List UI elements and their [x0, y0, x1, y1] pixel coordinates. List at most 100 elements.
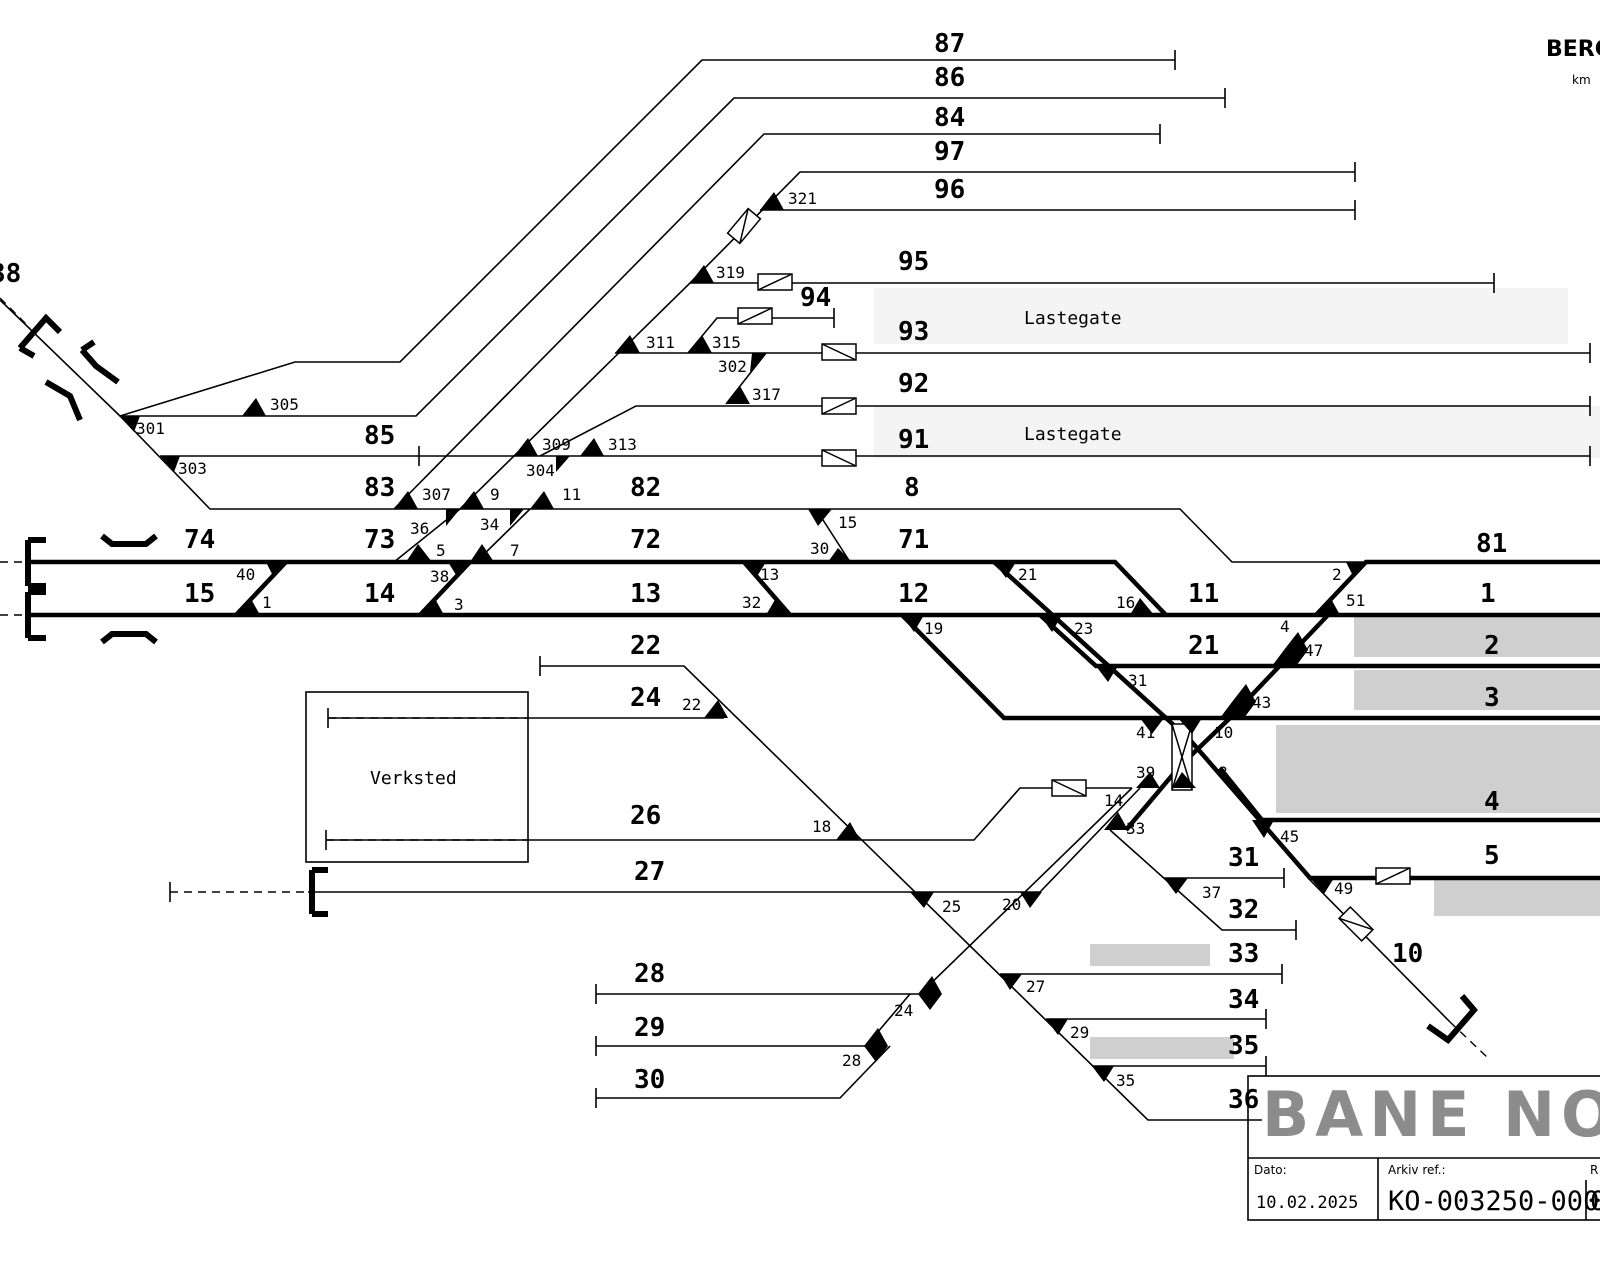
thin-tracks: [0, 50, 1600, 1121]
track-label-12: 12: [898, 579, 929, 609]
platform-33: [1090, 944, 1210, 966]
track-label-35: 35: [1228, 1031, 1259, 1061]
switch-label: 21: [1018, 565, 1037, 584]
switch-label: 7: [510, 541, 520, 560]
track-label-11: 11: [1188, 579, 1219, 609]
track-label-34: 34: [1228, 985, 1259, 1015]
switch-label: 36: [410, 519, 429, 538]
track-label-26: 26: [630, 801, 661, 831]
switch-label: 9: [490, 485, 500, 504]
switch-label: 307: [422, 485, 451, 504]
switch-label: 303: [178, 459, 207, 478]
track-label-1: 1: [1480, 579, 1496, 609]
track-label-29: 29: [634, 1013, 665, 1043]
switch-label: 29: [1070, 1023, 1089, 1042]
switch-label: 40: [236, 565, 255, 584]
date-value: 10.02.2025: [1256, 1193, 1358, 1213]
switch-label: 301: [136, 419, 165, 438]
track-label-31: 31: [1228, 843, 1259, 873]
revision-label: R: [1590, 1163, 1598, 1177]
loading-area-label-1: Lastegate: [1024, 308, 1122, 329]
track-label-32: 32: [1228, 895, 1259, 925]
track-label-14: 14: [364, 579, 395, 609]
track-number-labels: 87 86 84 97 96 95 94 93 92 91 85 83 82 8…: [0, 29, 1507, 1115]
switch-label: 13: [760, 565, 779, 584]
track-label-82: 82: [630, 473, 661, 503]
switch-label: 16: [1116, 593, 1135, 612]
switch-label: 10: [1214, 723, 1233, 742]
switch-label: 319: [716, 263, 745, 282]
track-label-13: 13: [630, 579, 661, 609]
track-label-33: 33: [1228, 939, 1259, 969]
track-label-81: 81: [1476, 529, 1507, 559]
loading-area-label-2: Lastegate: [1024, 424, 1122, 445]
track-label-10: 10: [1392, 939, 1423, 969]
track-label-74: 74: [184, 525, 215, 555]
platform-5: [1434, 880, 1600, 916]
platform-1-2: [1354, 617, 1600, 657]
switch-label: 321: [788, 189, 817, 208]
track-label-30: 30: [634, 1065, 665, 1095]
archive-ref-value: KO-003250-000: [1388, 1186, 1599, 1217]
platform-3-4: [1276, 725, 1600, 813]
track-label-22: 22: [630, 631, 661, 661]
track-label-72: 72: [630, 525, 661, 555]
switch-label: 24: [894, 1001, 913, 1020]
switch-label: 23: [1074, 619, 1093, 638]
track-label-2: 2: [1484, 631, 1500, 661]
switch-label: 27: [1026, 977, 1045, 996]
switch-label: 37: [1202, 883, 1221, 902]
switch-label: 32: [742, 593, 761, 612]
switch-label: 30: [810, 539, 829, 558]
km-label: km: [1572, 73, 1591, 87]
title-block: BANE NOR Dato: 10.02.2025 Arkiv ref.: KO…: [1247, 1075, 1600, 1221]
track-label-36: 36: [1228, 1085, 1259, 1115]
date-label: Dato:: [1254, 1163, 1287, 1177]
track-label-4: 4: [1484, 787, 1500, 817]
switch-label: 311: [646, 333, 675, 352]
track-label-27: 27: [634, 857, 665, 887]
switch-label: 28: [842, 1051, 861, 1070]
track-label-38: 38: [0, 259, 21, 289]
switch-label: 313: [608, 435, 637, 454]
track-label-71: 71: [898, 525, 929, 555]
switch-label: 14: [1104, 791, 1123, 810]
switch-label: 41: [1136, 723, 1155, 742]
loading-area-2: [874, 406, 1600, 458]
switch-label: 305: [270, 395, 299, 414]
track-label-95: 95: [898, 247, 929, 277]
revision-value: 0: [1590, 1186, 1600, 1217]
platform-2-3: [1354, 670, 1600, 710]
switch-label: 8: [1218, 763, 1228, 782]
track-label-96: 96: [934, 175, 965, 205]
track-label-93: 93: [898, 317, 929, 347]
track-label-97: 97: [934, 137, 965, 167]
buffer-stops: [17, 313, 1478, 1045]
switch-label: 33: [1126, 819, 1145, 838]
switch-label: 15: [838, 513, 857, 532]
switch-label: 4: [1280, 617, 1290, 636]
switch-label: 20: [1002, 895, 1021, 914]
switch-label: 43: [1252, 693, 1271, 712]
track-label-91: 91: [898, 425, 929, 455]
track-label-28: 28: [634, 959, 665, 989]
switch-label: 1: [262, 593, 272, 612]
switch-label: 309: [542, 435, 571, 454]
track-label-94: 94: [800, 283, 831, 313]
loading-area-1: [874, 288, 1568, 344]
track-label-24: 24: [630, 683, 661, 713]
switch-label: 31: [1128, 671, 1147, 690]
switch-number-labels: 321 319 315 311 302 317 305 301 303 309 …: [136, 189, 1365, 1090]
switch-label: 18: [812, 817, 831, 836]
track-label-87: 87: [934, 29, 965, 59]
workshop-label: Verksted: [370, 768, 457, 789]
track-label-92: 92: [898, 369, 929, 399]
switch-label: 2: [1332, 565, 1342, 584]
switch-label: 3: [454, 595, 464, 614]
track-label-3: 3: [1484, 683, 1500, 713]
switch-markers: [120, 192, 1366, 1082]
switch-label: 22: [682, 695, 701, 714]
switch-label: 25: [942, 897, 961, 916]
track-label-85: 85: [364, 421, 395, 451]
